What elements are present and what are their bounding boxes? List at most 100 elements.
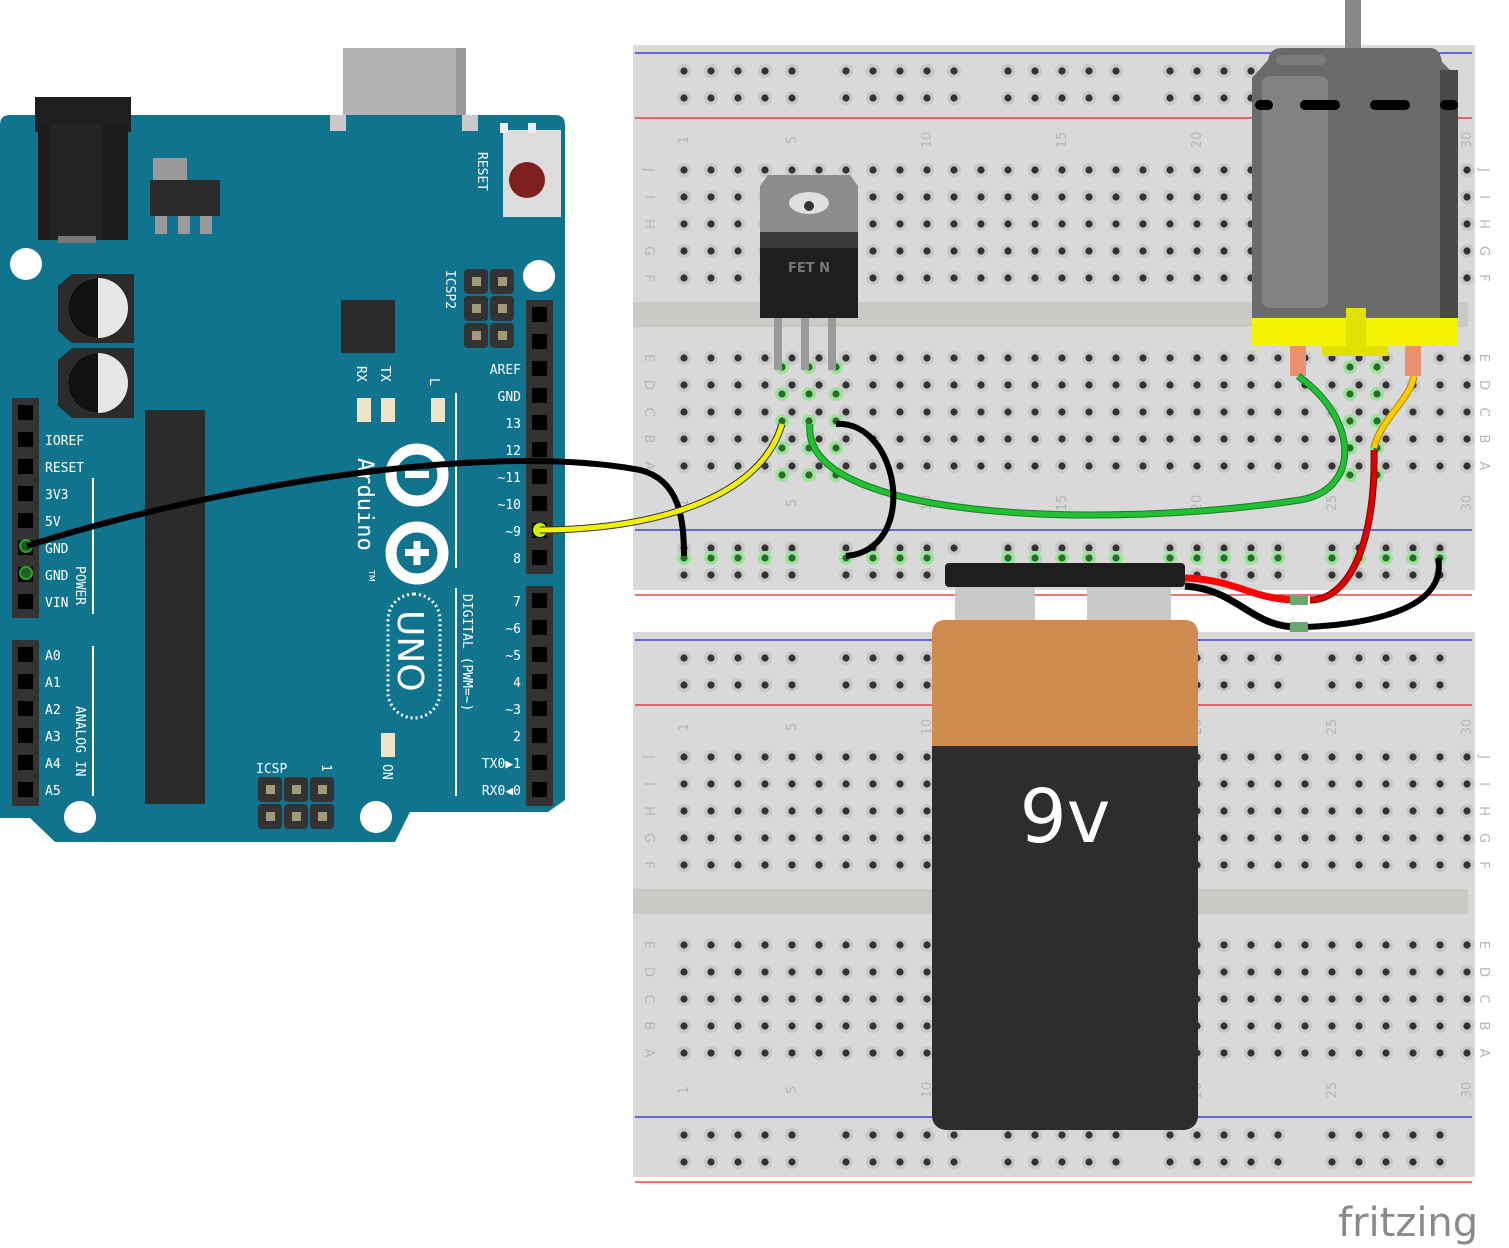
breadboard-hole[interactable] (1166, 381, 1174, 389)
breadboard-hole[interactable] (815, 166, 823, 174)
rail-hole[interactable] (707, 544, 715, 552)
breadboard-hole[interactable] (977, 435, 985, 443)
breadboard-hole[interactable] (1274, 834, 1282, 842)
breadboard-hole[interactable] (869, 1022, 877, 1030)
breadboard-hole[interactable] (1463, 1022, 1471, 1030)
rail-hole[interactable] (1058, 94, 1066, 102)
rail-hole[interactable] (1193, 544, 1201, 552)
breadboard-hole[interactable] (1193, 381, 1201, 389)
breadboard-hole[interactable] (1166, 435, 1174, 443)
breadboard-hole[interactable] (1328, 995, 1336, 1003)
breadboard-hole[interactable] (842, 780, 850, 788)
breadboard-hole[interactable] (1355, 753, 1363, 761)
breadboard-hole[interactable] (1301, 435, 1309, 443)
breadboard-hole[interactable] (1247, 780, 1255, 788)
breadboard-hole[interactable] (734, 968, 742, 976)
breadboard-hole[interactable] (680, 753, 688, 761)
rail-hole[interactable] (788, 94, 796, 102)
breadboard-hole[interactable] (896, 968, 904, 976)
breadboard-hole[interactable] (707, 995, 715, 1003)
header-pin[interactable] (532, 782, 547, 797)
rail-hole[interactable] (1031, 94, 1039, 102)
breadboard-hole[interactable] (1274, 941, 1282, 949)
breadboard-hole[interactable] (1436, 462, 1444, 470)
rail-hole[interactable] (1382, 544, 1390, 552)
breadboard-hole[interactable] (1301, 408, 1309, 416)
breadboard-hole[interactable] (1436, 861, 1444, 869)
breadboard-hole[interactable] (923, 753, 931, 761)
breadboard-hole[interactable] (923, 435, 931, 443)
header-pin[interactable] (532, 593, 547, 608)
breadboard-hole[interactable] (1274, 753, 1282, 761)
breadboard-hole[interactable] (788, 166, 796, 174)
breadboard-hole[interactable] (896, 354, 904, 362)
rail-hole[interactable] (761, 571, 769, 579)
breadboard-hole[interactable] (788, 861, 796, 869)
breadboard-hole[interactable] (761, 780, 769, 788)
header-pin[interactable] (532, 701, 547, 716)
rail-hole[interactable] (1220, 571, 1228, 579)
rail-hole[interactable] (1355, 681, 1363, 689)
breadboard-hole[interactable] (788, 834, 796, 842)
breadboard-hole[interactable] (788, 941, 796, 949)
rail-hole[interactable] (1058, 67, 1066, 75)
breadboard-hole[interactable] (1301, 968, 1309, 976)
breadboard-hole[interactable] (1382, 435, 1390, 443)
rail-hole[interactable] (1058, 544, 1066, 552)
rail-hole[interactable] (896, 94, 904, 102)
rail-hole[interactable] (1031, 1158, 1039, 1166)
breadboard-hole[interactable] (734, 408, 742, 416)
rail-hole[interactable] (1220, 1158, 1228, 1166)
rail-hole[interactable] (1112, 544, 1120, 552)
rail-hole[interactable] (1004, 1158, 1012, 1166)
rail-hole[interactable] (680, 94, 688, 102)
breadboard-hole[interactable] (761, 1022, 769, 1030)
breadboard-hole[interactable] (1463, 274, 1471, 282)
rail-hole[interactable] (761, 1131, 769, 1139)
breadboard-hole[interactable] (734, 274, 742, 282)
rail-hole[interactable] (1220, 544, 1228, 552)
header-pin[interactable] (532, 361, 547, 376)
breadboard-hole[interactable] (1166, 274, 1174, 282)
breadboard-hole[interactable] (1355, 462, 1363, 470)
rail-hole[interactable] (1220, 94, 1228, 102)
breadboard-hole[interactable] (1463, 166, 1471, 174)
breadboard-hole[interactable] (1274, 807, 1282, 815)
rail-hole[interactable] (734, 654, 742, 662)
breadboard-hole[interactable] (896, 462, 904, 470)
breadboard-hole[interactable] (869, 247, 877, 255)
header-pin[interactable] (18, 647, 33, 662)
breadboard-hole[interactable] (1274, 462, 1282, 470)
breadboard-hole[interactable] (1112, 193, 1120, 201)
rail-hole[interactable] (734, 1158, 742, 1166)
rail-hole[interactable] (1058, 1131, 1066, 1139)
rail-hole[interactable] (1166, 1158, 1174, 1166)
breadboard-hole[interactable] (734, 435, 742, 443)
rail-hole[interactable] (1409, 654, 1417, 662)
breadboard-hole[interactable] (977, 274, 985, 282)
breadboard-hole[interactable] (1436, 408, 1444, 416)
breadboard-hole[interactable] (1004, 408, 1012, 416)
breadboard-hole[interactable] (761, 354, 769, 362)
breadboard-hole[interactable] (815, 753, 823, 761)
breadboard-hole[interactable] (1031, 381, 1039, 389)
breadboard-hole[interactable] (1409, 834, 1417, 842)
breadboard-hole[interactable] (1139, 462, 1147, 470)
breadboard-hole[interactable] (707, 753, 715, 761)
breadboard-hole[interactable] (896, 166, 904, 174)
rail-hole[interactable] (1382, 571, 1390, 579)
breadboard-hole[interactable] (1004, 274, 1012, 282)
breadboard-hole[interactable] (1220, 193, 1228, 201)
breadboard-hole[interactable] (1355, 807, 1363, 815)
breadboard-hole[interactable] (950, 220, 958, 228)
rail-hole[interactable] (1274, 654, 1282, 662)
breadboard-hole[interactable] (1220, 274, 1228, 282)
breadboard-hole[interactable] (788, 1022, 796, 1030)
breadboard-hole[interactable] (1220, 381, 1228, 389)
breadboard-hole[interactable] (1004, 462, 1012, 470)
rail-hole[interactable] (761, 681, 769, 689)
breadboard-hole[interactable] (734, 166, 742, 174)
breadboard-hole[interactable] (761, 753, 769, 761)
breadboard-hole[interactable] (1301, 462, 1309, 470)
breadboard-hole[interactable] (1247, 381, 1255, 389)
